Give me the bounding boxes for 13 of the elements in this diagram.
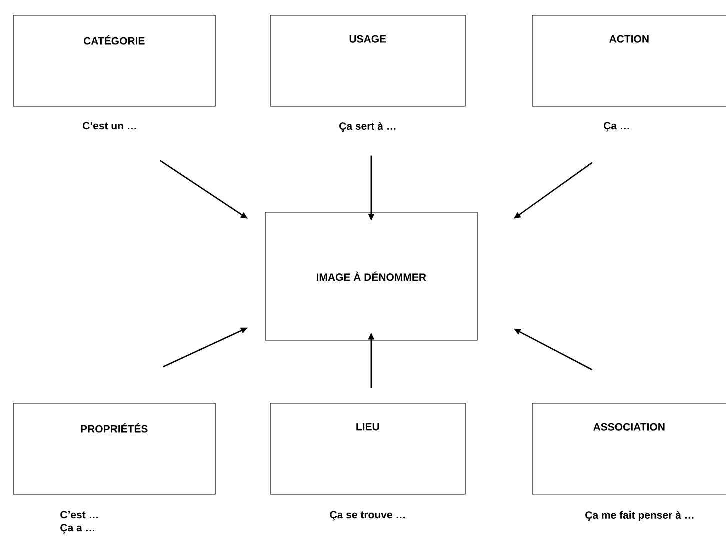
center-box: IMAGE À DÉNOMMER bbox=[265, 212, 478, 341]
category-box: ASSOCIATION bbox=[532, 403, 726, 495]
prompt-text: Ça … bbox=[604, 122, 630, 132]
prompt-text: Ça me fait penser à … bbox=[586, 511, 694, 522]
category-box: LIEU bbox=[270, 403, 466, 495]
prompt-text: C’est … Ça a … bbox=[60, 511, 98, 534]
prompt-text: Ça sert à … bbox=[340, 122, 396, 132]
category-box: PROPRIÉTÉS bbox=[13, 403, 216, 495]
category-box: ACTION bbox=[532, 15, 726, 107]
category-box: USAGE bbox=[270, 15, 466, 107]
prompt-text: Ça se trouve … bbox=[330, 511, 405, 521]
prompt-text: C’est un … bbox=[83, 122, 136, 130]
category-box: CATÉGORIE bbox=[13, 15, 216, 107]
